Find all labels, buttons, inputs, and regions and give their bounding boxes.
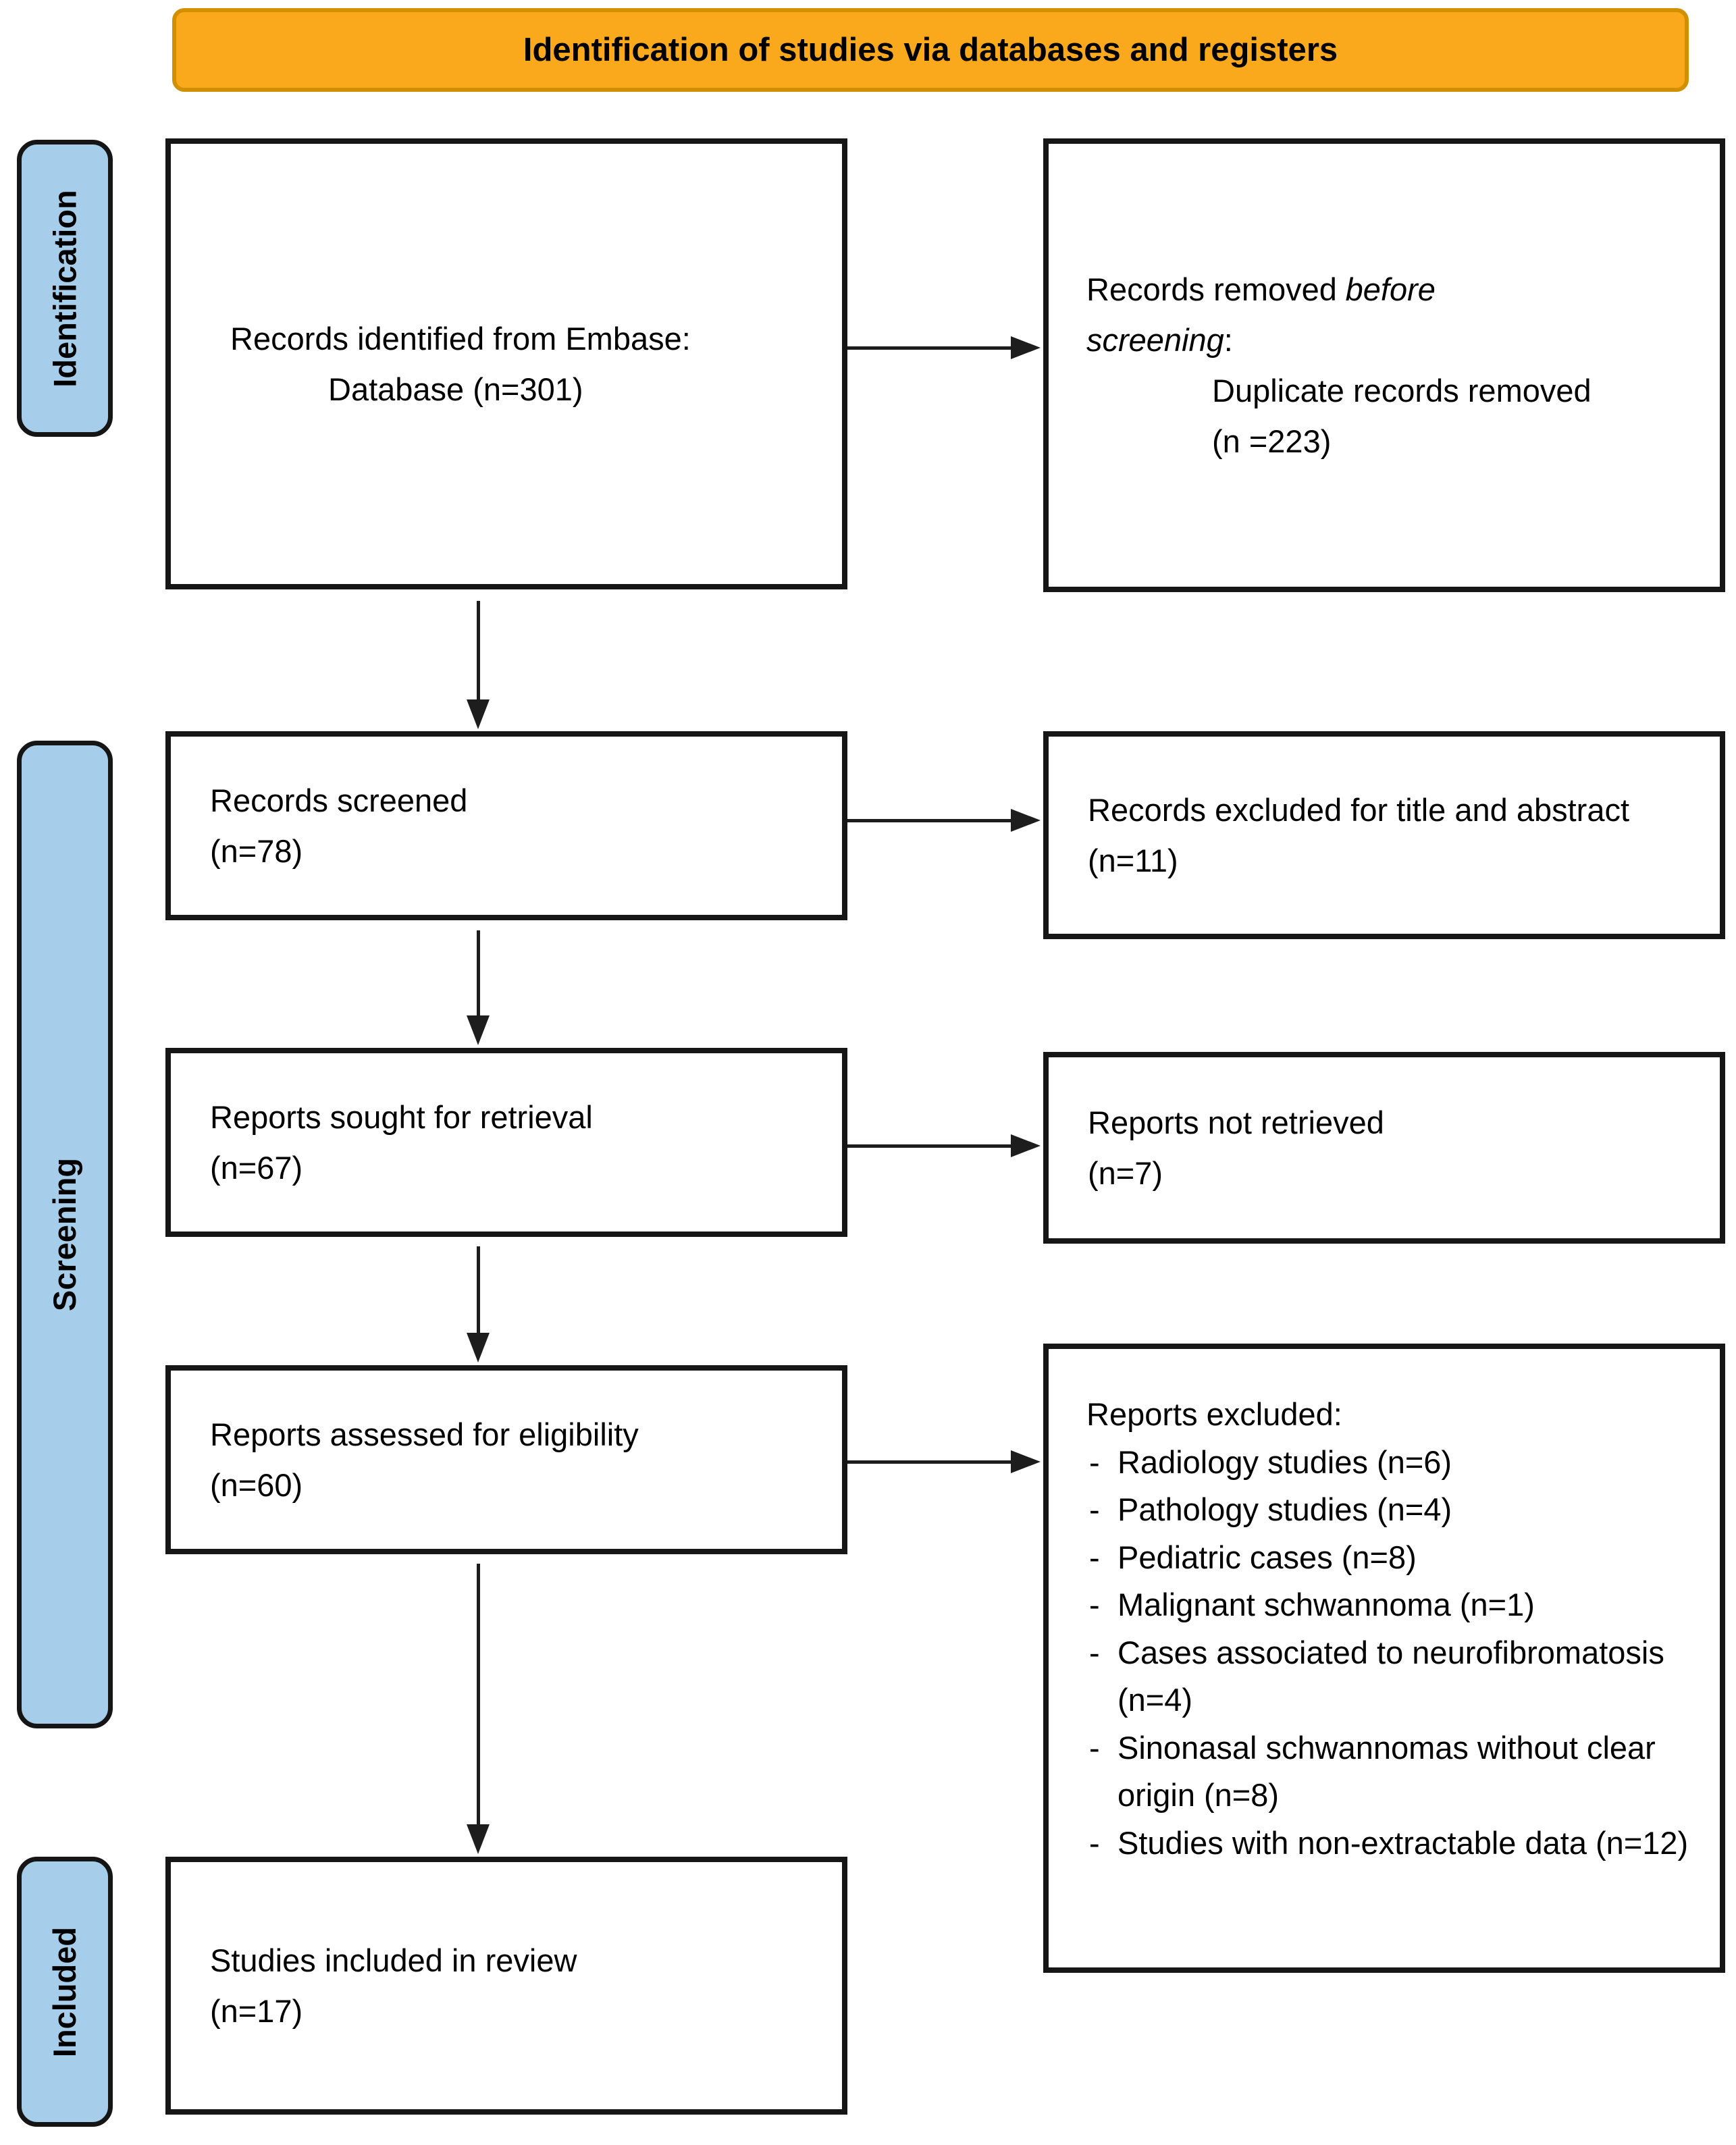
excluded-reason-item: Radiology studies (n=6) bbox=[1086, 1439, 1689, 1487]
stage-included-text: Included bbox=[47, 1926, 83, 2057]
reports-excluded-list: Radiology studies (n=6) Pathology studie… bbox=[1086, 1439, 1689, 1868]
records-removed-line2: screening: bbox=[1086, 315, 1720, 365]
stage-label-identification: Identification bbox=[17, 140, 113, 437]
arrow-assessed-to-excluded-reasons-icon bbox=[847, 1450, 1041, 1473]
excluded-reason-item: Sinonasal schwannomas without clear orig… bbox=[1086, 1724, 1689, 1820]
reports-excluded-title: Reports excluded: bbox=[1086, 1396, 1342, 1432]
reports-not-retrieved-count: (n=7) bbox=[1088, 1155, 1163, 1191]
records-excluded-line1: Records excluded for title and abstract bbox=[1088, 791, 1630, 828]
records-screened-count: (n=78) bbox=[210, 833, 303, 869]
excluded-reason-item: Malignant schwannoma (n=1) bbox=[1086, 1581, 1689, 1629]
arrow-screened-to-sought-icon bbox=[467, 930, 490, 1045]
stage-screening-text: Screening bbox=[47, 1157, 83, 1312]
stage-identification-text: Identification bbox=[47, 189, 83, 388]
arrow-screened-to-excluded-icon bbox=[847, 809, 1041, 832]
box-records-screened: Records screened (n=78) bbox=[165, 731, 847, 920]
records-identified-line1: Records identified from Embase: bbox=[230, 320, 691, 356]
box-reports-sought: Reports sought for retrieval (n=67) bbox=[165, 1048, 847, 1237]
reports-assessed-count: (n=60) bbox=[210, 1467, 303, 1503]
reports-sought-line1: Reports sought for retrieval bbox=[210, 1098, 593, 1135]
stage-label-screening: Screening bbox=[17, 741, 113, 1728]
records-removed-line1-italic: before bbox=[1345, 271, 1436, 307]
excluded-reason-item: Studies with non-extractable data (n=12) bbox=[1086, 1820, 1689, 1868]
studies-included-count: (n=17) bbox=[210, 1993, 303, 2029]
records-identified-line2: Database (n=301) bbox=[328, 371, 583, 407]
excluded-reason-item: Pathology studies (n=4) bbox=[1086, 1486, 1689, 1534]
reports-not-retrieved-line1: Reports not retrieved bbox=[1088, 1104, 1384, 1140]
box-reports-assessed: Reports assessed for eligibility (n=60) bbox=[165, 1365, 847, 1554]
excluded-reason-item: Cases associated to neurofibromatosis (n… bbox=[1086, 1629, 1689, 1724]
arrow-identified-to-removed-icon bbox=[847, 336, 1041, 359]
arrow-assessed-to-included-icon bbox=[467, 1564, 490, 1854]
arrow-sought-to-assessed-icon bbox=[467, 1246, 490, 1362]
box-reports-not-retrieved: Reports not retrieved (n=7) bbox=[1043, 1052, 1725, 1244]
records-removed-line2-italic: screening bbox=[1086, 321, 1224, 358]
records-removed-line2-suffix: : bbox=[1224, 321, 1233, 358]
duplicates-removed-line: Duplicate records removed bbox=[1212, 373, 1592, 408]
stage-label-included: Included bbox=[17, 1857, 113, 2127]
duplicates-removed-count: (n =223) bbox=[1212, 423, 1332, 460]
reports-assessed-line1: Reports assessed for eligibility bbox=[210, 1416, 639, 1452]
excluded-reason-item: Pediatric cases (n=8) bbox=[1086, 1534, 1689, 1582]
records-screened-line1: Records screened bbox=[210, 782, 468, 818]
box-records-identified: Records identified from Embase: Database… bbox=[165, 138, 847, 589]
box-studies-included: Studies included in review (n=17) bbox=[165, 1857, 847, 2115]
arrow-sought-to-not-retrieved-icon bbox=[847, 1134, 1041, 1157]
reports-sought-count: (n=67) bbox=[210, 1150, 303, 1186]
records-excluded-count: (n=11) bbox=[1088, 843, 1178, 878]
box-records-excluded: Records excluded for title and abstract … bbox=[1043, 731, 1725, 939]
records-removed-line1-text: Records removed bbox=[1086, 271, 1337, 307]
studies-included-line1: Studies included in review bbox=[210, 1942, 577, 1978]
arrow-identified-to-screened-icon bbox=[467, 601, 490, 729]
banner-title: Identification of studies via databases … bbox=[172, 8, 1689, 92]
box-reports-excluded-reasons: Reports excluded: Radiology studies (n=6… bbox=[1043, 1344, 1725, 1973]
